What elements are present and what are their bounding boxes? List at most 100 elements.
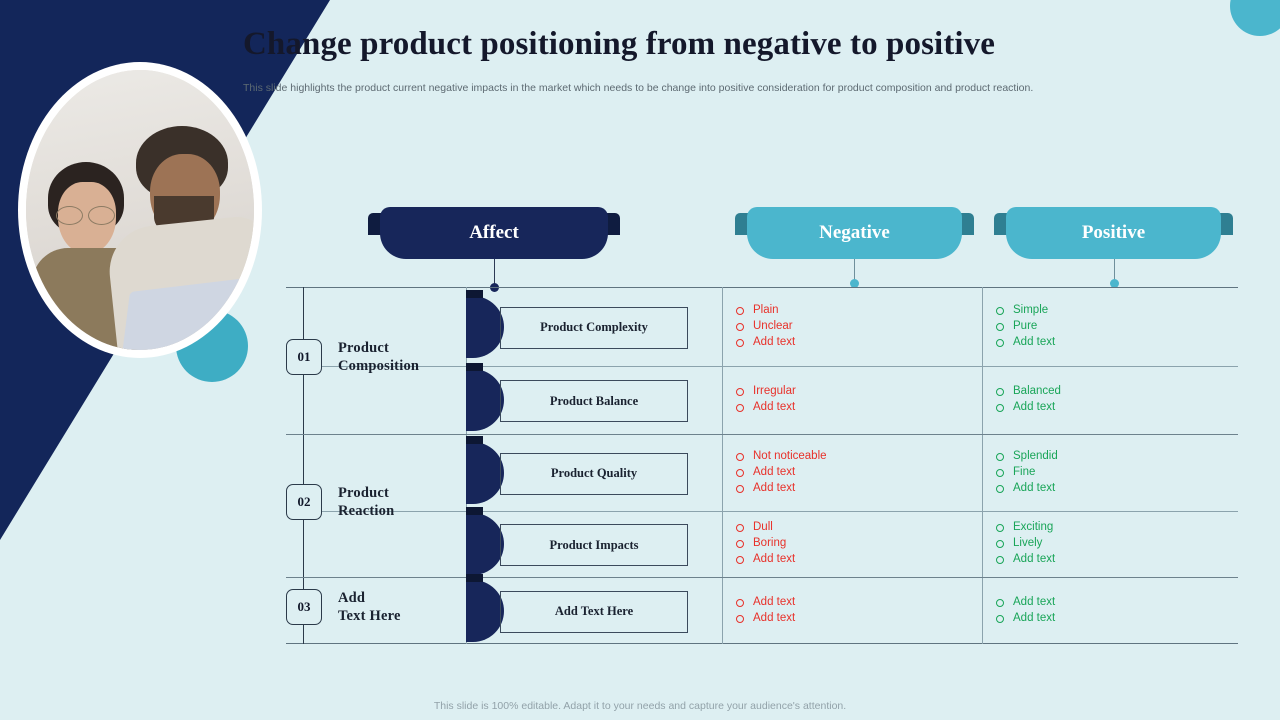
list-item-label: Add text — [753, 595, 796, 608]
connector-line-negative — [854, 259, 855, 283]
group-spine — [303, 287, 304, 644]
matrix-row-separator — [286, 511, 1238, 512]
slide-footer-note: This slide is 100% editable. Adapt it to… — [433, 700, 847, 712]
group-number-badge: 01 — [286, 339, 322, 376]
list-item: Add text — [736, 399, 966, 415]
list-item: Simple — [996, 302, 1226, 318]
list-item-label: Fine — [1013, 465, 1036, 478]
list-item: Add text — [736, 464, 966, 480]
affect-label: Product Balance — [500, 380, 688, 422]
circle-bullet-icon — [736, 452, 744, 461]
matrix-bottom-border — [286, 643, 1238, 644]
circle-bullet-icon — [996, 556, 1004, 564]
list-item-label: Add text — [753, 553, 796, 565]
list-item-label: Add text — [753, 481, 796, 494]
connector-line-positive — [1114, 259, 1115, 283]
column-header-positive-label: Positive — [1006, 207, 1221, 259]
circle-bullet-icon — [736, 306, 744, 315]
list-item-label: Splendid — [1013, 449, 1058, 462]
circle-bullet-icon — [996, 404, 1004, 412]
affect-marker-shape — [466, 573, 504, 642]
circle-bullet-icon — [736, 614, 744, 623]
list-item: Lively — [996, 535, 1226, 551]
page-subtitle: This slide highlights the product curren… — [243, 82, 1034, 94]
list-item: Add text — [996, 399, 1226, 415]
list-item-label: Not noticeable — [753, 449, 827, 462]
affect-cell[interactable]: Product Balance — [466, 363, 722, 431]
list-item: Add text — [996, 594, 1226, 610]
list-item: Add text — [736, 610, 966, 626]
list-item-label: Add text — [753, 401, 796, 413]
circle-bullet-icon — [996, 614, 1004, 623]
affect-cell[interactable]: Add Text Here — [466, 573, 722, 642]
affect-marker-shape — [466, 363, 504, 431]
list-item-label: Add text — [753, 465, 796, 478]
column-header-positive[interactable]: Positive — [994, 207, 1233, 259]
list-item: Dull — [736, 519, 966, 535]
circle-bullet-icon — [996, 484, 1004, 493]
list-item-label: Add text — [1013, 595, 1056, 608]
matrix-top-border — [286, 287, 1238, 288]
circle-bullet-icon — [996, 338, 1004, 347]
list-item: Pure — [996, 318, 1226, 334]
connector-line-affect — [494, 259, 495, 287]
list-item-label: Add text — [1013, 335, 1056, 348]
circle-bullet-icon — [996, 388, 1004, 396]
column-header-affect[interactable]: Affect — [368, 207, 620, 259]
list-item: Plain — [736, 302, 966, 318]
matrix-row-separator — [286, 434, 1238, 435]
page-title: Change product positioning from negative… — [243, 26, 996, 62]
column-header-negative-label: Negative — [747, 207, 962, 259]
affect-label: Product Quality — [500, 452, 688, 495]
circle-bullet-icon — [736, 404, 744, 412]
column-header-affect-label: Affect — [380, 207, 608, 259]
list-item: Add text — [736, 480, 966, 496]
affect-label: Product Complexity — [500, 306, 688, 349]
list-item-label: Boring — [753, 537, 787, 549]
list-item: Unclear — [736, 318, 966, 334]
team-photo — [26, 70, 254, 350]
circle-bullet-icon — [736, 388, 744, 396]
list-item: Add text — [996, 610, 1226, 626]
affect-marker-shape — [466, 289, 504, 358]
circle-bullet-icon — [736, 484, 744, 493]
list-item: Not noticeable — [736, 448, 966, 464]
list-item: Irregular — [736, 383, 966, 399]
list-item: Add text — [736, 551, 966, 567]
affect-marker-shape — [466, 435, 504, 504]
list-item: Add text — [996, 334, 1226, 350]
affect-cell[interactable]: Product Quality — [466, 435, 722, 504]
affect-label: Add Text Here — [500, 590, 688, 633]
circle-bullet-icon — [996, 524, 1004, 532]
affect-cell[interactable]: Product Impacts — [466, 507, 722, 575]
column-header-negative[interactable]: Negative — [735, 207, 974, 259]
circle-bullet-icon — [736, 468, 744, 477]
list-item-label: Plain — [753, 303, 779, 316]
circle-bullet-icon — [996, 468, 1004, 477]
affect-cell[interactable]: Product Complexity — [466, 289, 722, 358]
circle-bullet-icon — [736, 338, 744, 347]
circle-bullet-icon — [736, 524, 744, 532]
matrix-divider-affect — [722, 287, 723, 644]
list-item: Fine — [996, 464, 1226, 480]
list-item-label: Add text — [753, 611, 796, 624]
list-item-label: Pure — [1013, 319, 1038, 332]
circle-bullet-icon — [736, 540, 744, 548]
circle-bullet-icon — [996, 322, 1004, 331]
